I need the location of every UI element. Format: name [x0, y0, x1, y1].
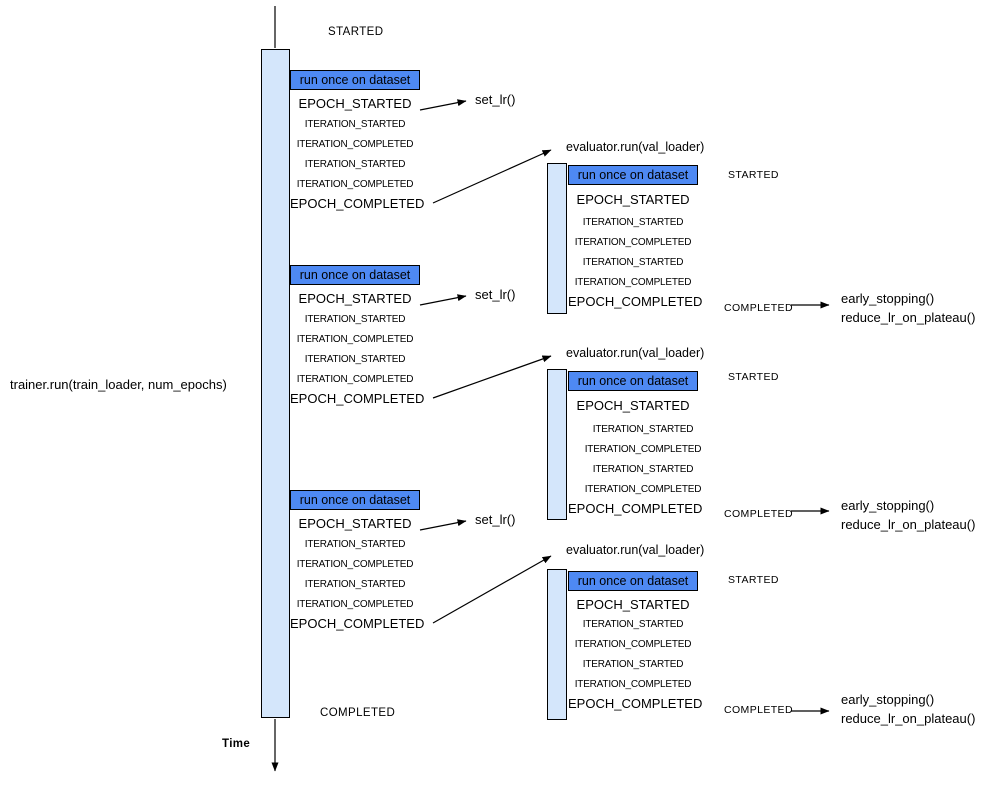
event-iteration-started: ITERATION_STARTED: [304, 354, 406, 365]
time-axis-label: Time: [222, 738, 251, 750]
evaluator-started-label: STARTED: [728, 371, 779, 383]
event-epoch-started: EPOCH_STARTED: [298, 516, 412, 531]
set-lr-handler-label: set_lr(): [475, 287, 516, 302]
trainer-started-label: STARTED: [328, 26, 384, 38]
run-once-header: run once on dataset: [290, 70, 420, 90]
evaluator-started-label: STARTED: [728, 574, 779, 586]
evaluator-completed-label: COMPLETED: [724, 508, 793, 520]
event-iteration-completed: ITERATION_COMPLETED: [296, 139, 414, 150]
event-iteration-started: ITERATION_STARTED: [304, 119, 406, 130]
evaluator-timeline-bar: [547, 369, 567, 520]
event-iteration-started: ITERATION_STARTED: [582, 257, 684, 268]
arrow-epoch1-completed-to-evaluator1: [432, 149, 552, 204]
run-once-header: run once on dataset: [290, 265, 420, 285]
event-iteration-started: ITERATION_STARTED: [592, 424, 694, 435]
event-epoch-completed: EPOCH_COMPLETED: [568, 696, 703, 711]
arrow-epoch1-started-to-setlr: [419, 99, 467, 111]
run-once-header: run once on dataset: [568, 165, 698, 185]
set-lr-handler-label: set_lr(): [475, 512, 516, 527]
run-once-header: run once on dataset: [568, 571, 698, 591]
event-epoch-completed: EPOCH_COMPLETED: [568, 294, 703, 309]
event-iteration-started: ITERATION_STARTED: [582, 659, 684, 670]
arrow-epoch3-completed-to-evaluator3: [432, 555, 552, 624]
event-iteration-completed: ITERATION_COMPLETED: [296, 559, 414, 570]
event-iteration-completed: ITERATION_COMPLETED: [296, 179, 414, 190]
event-epoch-started: EPOCH_STARTED: [298, 96, 412, 111]
event-iteration-started: ITERATION_STARTED: [304, 314, 406, 325]
event-epoch-completed: EPOCH_COMPLETED: [290, 391, 425, 406]
event-epoch-completed: EPOCH_COMPLETED: [290, 616, 425, 631]
event-iteration-completed: ITERATION_COMPLETED: [574, 679, 692, 690]
event-iteration-completed: ITERATION_COMPLETED: [574, 237, 692, 248]
reduce-lr-handler-label: reduce_lr_on_plateau(): [841, 517, 976, 532]
evaluator-timeline-bar: [547, 163, 567, 314]
run-once-header: run once on dataset: [290, 490, 420, 510]
event-iteration-completed: ITERATION_COMPLETED: [296, 334, 414, 345]
arrow-epoch2-started-to-setlr: [419, 294, 467, 306]
event-iteration-started: ITERATION_STARTED: [582, 619, 684, 630]
reduce-lr-handler-label: reduce_lr_on_plateau(): [841, 310, 976, 325]
event-iteration-completed: ITERATION_COMPLETED: [574, 639, 692, 650]
early-stopping-handler-label: early_stopping(): [841, 291, 935, 306]
early-stopping-handler-label: early_stopping(): [841, 498, 935, 513]
trainer-completed-label: COMPLETED: [320, 707, 396, 719]
event-iteration-completed: ITERATION_COMPLETED: [584, 484, 702, 495]
evaluator-timeline-bar: [547, 569, 567, 720]
event-iteration-completed: ITERATION_COMPLETED: [296, 599, 414, 610]
reduce-lr-handler-label: reduce_lr_on_plateau(): [841, 711, 976, 726]
event-epoch-started: EPOCH_STARTED: [576, 192, 690, 207]
set-lr-handler-label: set_lr(): [475, 92, 516, 107]
event-epoch-started: EPOCH_STARTED: [298, 291, 412, 306]
evaluator-run-label: evaluator.run(val_loader): [566, 140, 705, 154]
evaluator-completed-label: COMPLETED: [724, 302, 793, 314]
evaluator-run-label: evaluator.run(val_loader): [566, 543, 705, 557]
trainer-run-label: trainer.run(train_loader, num_epochs): [10, 377, 227, 392]
event-iteration-completed: ITERATION_COMPLETED: [296, 374, 414, 385]
event-epoch-completed: EPOCH_COMPLETED: [290, 196, 425, 211]
event-iteration-started: ITERATION_STARTED: [304, 159, 406, 170]
event-epoch-started: EPOCH_STARTED: [576, 597, 690, 612]
early-stopping-handler-label: early_stopping(): [841, 692, 935, 707]
evaluator-started-label: STARTED: [728, 169, 779, 181]
run-once-header: run once on dataset: [568, 371, 698, 391]
event-iteration-started: ITERATION_STARTED: [592, 464, 694, 475]
evaluator-completed-label: COMPLETED: [724, 704, 793, 716]
evaluator-run-label: evaluator.run(val_loader): [566, 346, 705, 360]
arrow-epoch3-started-to-setlr: [419, 519, 467, 531]
trainer-timeline-bar: [261, 49, 290, 718]
event-epoch-completed: EPOCH_COMPLETED: [568, 501, 703, 516]
event-iteration-started: ITERATION_STARTED: [304, 539, 406, 550]
arrow-epoch2-completed-to-evaluator2: [432, 355, 552, 399]
event-iteration-completed: ITERATION_COMPLETED: [574, 277, 692, 288]
event-iteration-completed: ITERATION_COMPLETED: [584, 444, 702, 455]
event-iteration-started: ITERATION_STARTED: [582, 217, 684, 228]
event-iteration-started: ITERATION_STARTED: [304, 579, 406, 590]
event-epoch-started: EPOCH_STARTED: [576, 398, 690, 413]
